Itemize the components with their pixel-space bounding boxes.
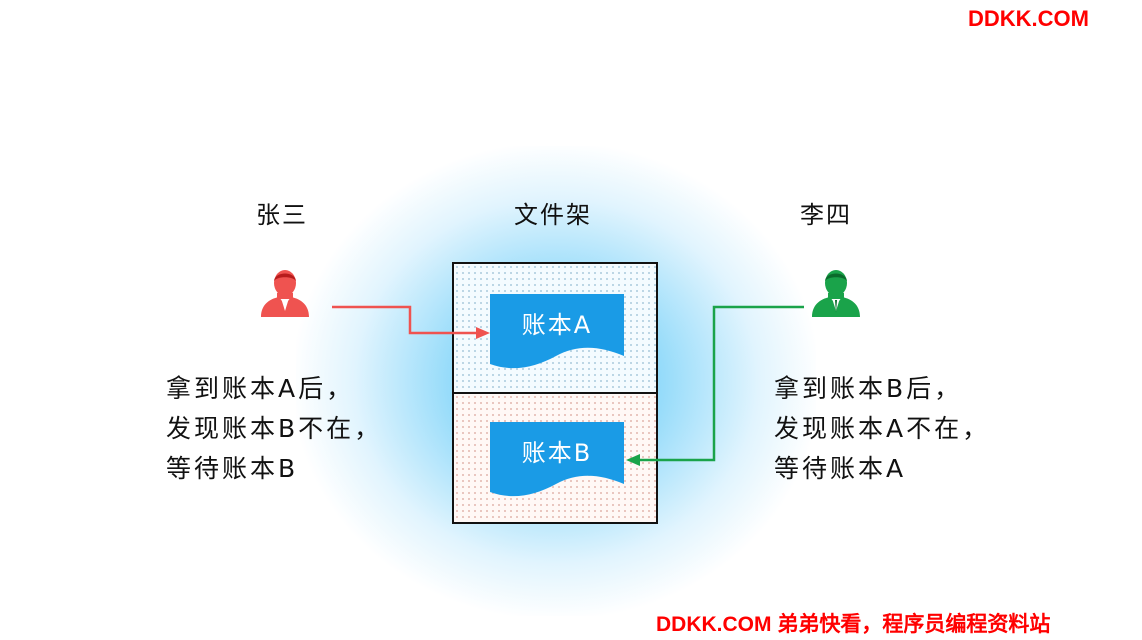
person-icon — [259, 267, 311, 317]
label-file-shelf: 文件架 — [514, 201, 592, 229]
li-line-2: 发现账本A不在， — [774, 414, 991, 443]
li-arrow — [626, 305, 804, 466]
zhang-arrow — [332, 305, 490, 339]
document-icon — [490, 294, 624, 369]
li-line-1: 拿到账本B后， — [774, 374, 963, 403]
ledger-b: 账本B — [490, 422, 624, 502]
ledger-a: 账本A — [490, 294, 624, 374]
zhang-line-3: 等待账本B — [166, 454, 299, 483]
person-icon — [810, 267, 862, 317]
watermark-top: DDKK.COM — [968, 6, 1089, 31]
document-icon — [490, 422, 624, 497]
zhang-line-1: 拿到账本A后， — [166, 374, 355, 403]
li-line-3: 等待账本A — [774, 454, 907, 483]
li-description: 拿到账本B后， 发现账本A不在， 等待账本A — [774, 369, 990, 489]
zhang-description: 拿到账本A后， 发现账本B不在， 等待账本B — [166, 369, 382, 489]
zhang-line-2: 发现账本B不在， — [166, 414, 383, 443]
ledger-a-label: 账本A — [521, 311, 593, 339]
label-zhang-san: 张三 — [256, 201, 308, 229]
ledger-b-label: 账本B — [521, 439, 593, 467]
label-li-si: 李四 — [800, 201, 852, 229]
watermark-bottom: DDKK.COM 弟弟快看，程序员编程资料站 — [656, 613, 1051, 636]
